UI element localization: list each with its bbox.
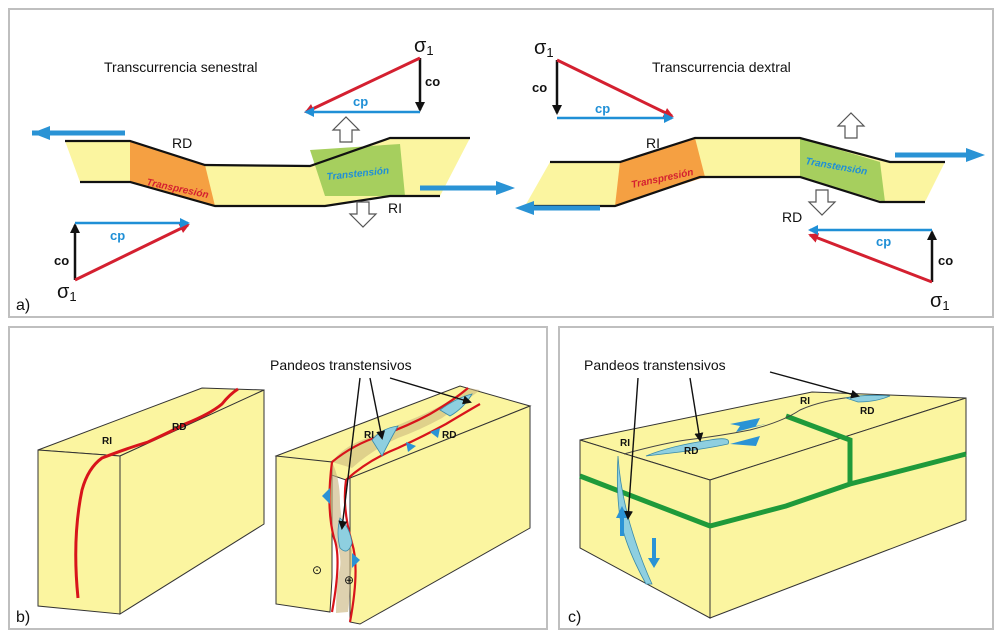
title-dextral: Transcurrencia dextral (652, 59, 791, 75)
pointer-b-1 (338, 377, 361, 530)
pointer-c-3 (769, 371, 860, 399)
sigma-arrow-top-left (304, 56, 421, 114)
panel-letter-c: c) (568, 609, 581, 626)
label-rd-c-1: RD (684, 446, 698, 457)
label-rd-block-right: RD (442, 430, 456, 441)
block-right (274, 385, 532, 625)
title-senestral: Transcurrencia senestral (104, 59, 258, 75)
stratum-top (785, 413, 853, 484)
label-ri-c-2: RI (800, 396, 810, 407)
dextral-band (525, 136, 945, 208)
label-ri-dextral: RI (646, 135, 660, 151)
sigma-arrow-bottom-right (808, 233, 933, 284)
label-rd-c-2: RD (860, 406, 874, 417)
label-ri-c-1: RI (620, 438, 630, 449)
extension-arrow-down-right (807, 189, 837, 216)
sigma-arrow-top-right (556, 58, 674, 118)
co-top-right: co (532, 80, 547, 95)
transpression-zone-right (615, 138, 705, 206)
cp-bottom-right: cp (876, 234, 891, 249)
panel-b: RI RD RI RD ⊙ ⊕ Pandeos transtensivos (8, 326, 548, 630)
fault-trace-left (74, 387, 239, 599)
annotation-pandeos-c: Pandeos transtensivos (584, 357, 726, 373)
sigma-top-right: σ1 (534, 37, 554, 60)
co-top-left: co (425, 74, 440, 89)
label-rd-senestral: RD (172, 135, 192, 151)
extension-arrow-up-left (331, 116, 361, 143)
panel-a-diagram: Transcurrencia senestral RD RI Transpres… (16, 35, 985, 314)
sigma-bottom-left: σ1 (57, 281, 77, 304)
co-bottom-right: co (938, 253, 953, 268)
label-ri-senestral: RI (388, 200, 402, 216)
stratum-front (579, 451, 967, 529)
panel-b-diagram: RI RD RI RD ⊙ ⊕ Pandeos transtensivos (16, 357, 532, 626)
label-rd-dextral: RD (782, 209, 802, 225)
annotation-pandeos-b: Pandeos transtensivos (270, 357, 412, 373)
senestral-band (65, 136, 470, 208)
co-bottom-left: co (54, 253, 69, 268)
extension-arrow-up-right (836, 112, 866, 139)
pointer-c-1 (624, 377, 639, 520)
extension-arrow-down-left (348, 201, 378, 228)
bend-c-1 (645, 438, 729, 457)
label-ri-block-right: RI (364, 430, 374, 441)
panel-c: RI RD RI RD Pandeos transtensivos c) (558, 326, 994, 630)
bend-c-3 (616, 455, 653, 585)
cp-top-right: cp (595, 101, 610, 116)
symbol-out-of-page: ⊙ (312, 563, 322, 577)
transtension-zone-right (800, 138, 885, 202)
pointer-b-3 (389, 377, 472, 405)
panel-a: Transcurrencia senestral RD RI Transpres… (8, 8, 994, 318)
label-ri-block-left: RI (102, 436, 112, 447)
cp-bottom-left: cp (110, 228, 125, 243)
label-rd-block-left: RD (172, 422, 186, 433)
pointer-b-2 (369, 377, 386, 440)
transpression-zone (130, 141, 215, 206)
block-left (37, 387, 265, 615)
block-c (579, 391, 967, 619)
sigma-bottom-right: σ1 (930, 290, 950, 313)
panel-c-diagram: RI RD RI RD Pandeos transtensivos c) (568, 357, 967, 626)
pointer-c-2 (689, 377, 704, 442)
panel-letter-a: a) (16, 297, 30, 314)
panel-letter-b: b) (16, 609, 30, 626)
sigma-top-left: σ1 (414, 35, 434, 58)
symbol-into-page: ⊕ (344, 573, 354, 587)
sigma-arrow-bottom-left (74, 223, 190, 282)
cp-top-left: cp (353, 94, 368, 109)
